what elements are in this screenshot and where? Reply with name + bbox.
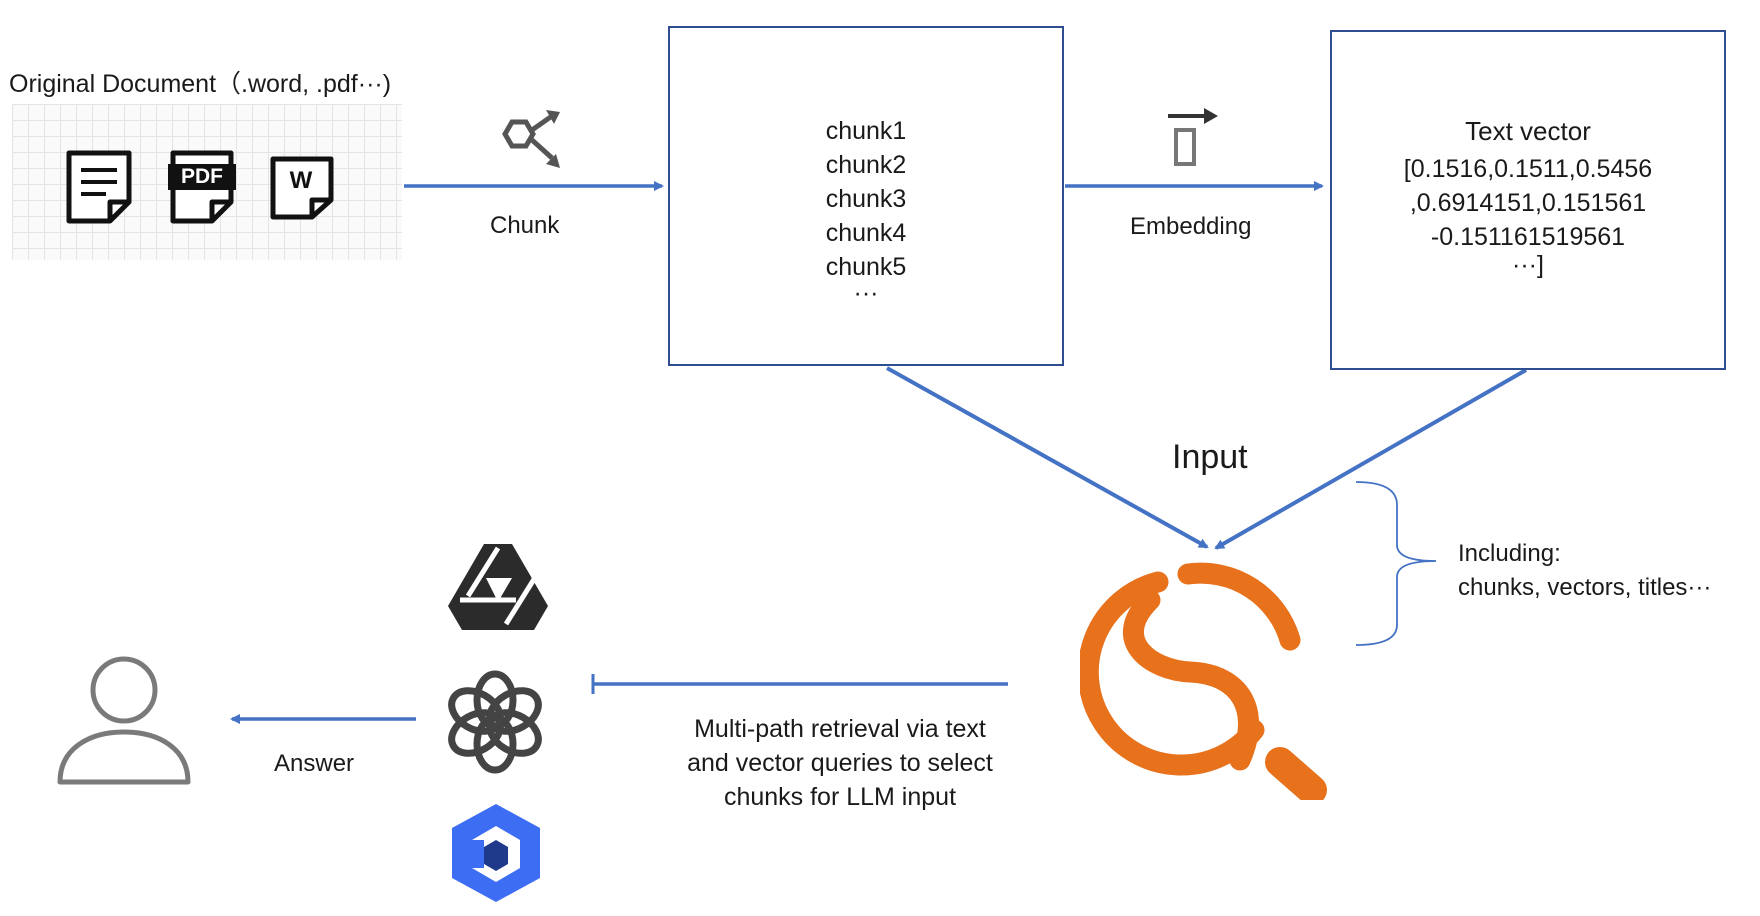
vector-line: [0.1516,0.1511,0.5456 bbox=[1403, 155, 1653, 183]
chunk-item: chunk4 bbox=[825, 219, 907, 247]
vector-line: ···] bbox=[1512, 251, 1544, 279]
input-label: Input bbox=[1172, 438, 1248, 476]
pdf-badge-text: PDF bbox=[181, 165, 223, 188]
answer-label: Answer bbox=[274, 750, 355, 777]
arrow-chunks-to-search bbox=[886, 366, 1209, 549]
arrow-vector-to-search bbox=[1214, 368, 1527, 550]
chunk-item: chunk2 bbox=[825, 151, 907, 179]
embedding-label: Embedding bbox=[1130, 213, 1252, 240]
including-title: Including: bbox=[1458, 540, 1561, 567]
retrieval-line: chunks for LLM input bbox=[723, 783, 957, 811]
including-brace bbox=[1355, 481, 1437, 646]
chunk-item: chunk5 bbox=[825, 253, 907, 281]
chunk-item: chunk3 bbox=[825, 185, 907, 213]
word-badge-text: W bbox=[289, 167, 313, 194]
vector-values: [0.1516,0.1511,0.5456 ,0.6914151,0.15156… bbox=[1332, 152, 1724, 279]
llm-blue-cube-icon bbox=[452, 804, 540, 902]
retrieval-line: and vector queries to select bbox=[687, 749, 993, 777]
vector-box: Text vector [0.1516,0.1511,0.5456 ,0.691… bbox=[1330, 30, 1726, 370]
document-title: Original Document（.word, .pdf···) bbox=[9, 70, 392, 98]
vector-line: -0.151161519561 bbox=[1430, 223, 1626, 251]
document-icon bbox=[66, 150, 132, 224]
chunk-list: chunk1 chunk2 chunk3 chunk4 chunk5 ··· bbox=[670, 114, 1062, 307]
chunk-item: chunk1 bbox=[825, 117, 907, 145]
llm-qwen-icon bbox=[448, 544, 548, 630]
vector-title: Text vector bbox=[1465, 116, 1591, 146]
pdf-icon bbox=[168, 150, 236, 224]
user-icon bbox=[57, 656, 191, 785]
retrieval-line: Multi-path retrieval via text bbox=[694, 715, 986, 743]
chunks-box: chunk1 chunk2 chunk3 chunk4 chunk5 ··· bbox=[668, 26, 1064, 366]
chunk-split-icon bbox=[502, 110, 560, 168]
word-icon bbox=[270, 156, 334, 220]
retrieval-description: Multi-path retrieval via text and vector… bbox=[650, 712, 1030, 814]
chunk-item: ··· bbox=[853, 279, 879, 307]
llm-openai-icon bbox=[448, 670, 542, 774]
chunk-label: Chunk bbox=[490, 212, 560, 239]
including-items: chunks, vectors, titles··· bbox=[1458, 574, 1712, 601]
search-logo-icon bbox=[1080, 562, 1327, 800]
vector-line: ,0.6914151,0.151561 bbox=[1409, 189, 1647, 217]
embedding-icon bbox=[1168, 108, 1218, 166]
